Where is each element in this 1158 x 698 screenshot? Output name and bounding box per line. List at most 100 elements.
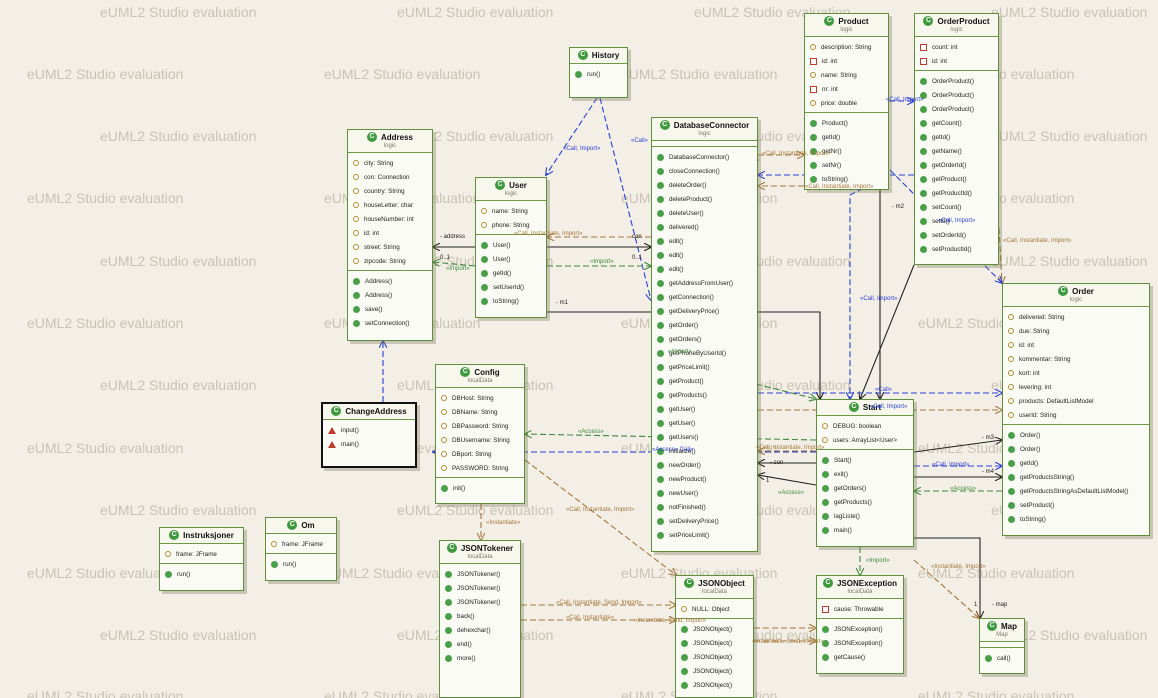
member-getid[interactable]: getId() — [915, 130, 998, 144]
member-count-int[interactable]: count: int — [915, 40, 998, 54]
member-setdeliveryprice[interactable]: setDeliveryPrice() — [652, 514, 757, 528]
member-closeconnection[interactable]: closeConnection() — [652, 164, 757, 178]
member-jsonobject[interactable]: JSONObject() — [676, 636, 753, 650]
connector-line[interactable] — [599, 97, 651, 300]
connector-line[interactable] — [860, 264, 915, 399]
member-zipcode-string[interactable]: zipcode: String — [348, 254, 432, 268]
member-kommentar-string[interactable]: kommentar: String — [1003, 352, 1149, 366]
member-save[interactable]: save() — [348, 302, 432, 316]
connector-line[interactable] — [850, 174, 914, 399]
member-getproducts[interactable]: getProducts() — [817, 495, 913, 509]
member-getproductid[interactable]: getProductId() — [915, 186, 998, 200]
connector-line[interactable] — [546, 97, 598, 175]
connector-line[interactable] — [547, 311, 820, 399]
member-name-string[interactable]: name: String — [805, 68, 888, 82]
member-phone-string[interactable]: phone: String — [476, 218, 546, 232]
member-jsonexception[interactable]: JSONException() — [817, 636, 903, 650]
member-lagliste[interactable]: lagListe() — [817, 509, 913, 523]
member-orderproduct[interactable]: OrderProduct() — [915, 88, 998, 102]
member-con-connection[interactable]: con: Connection — [348, 170, 432, 184]
member-dbport-string[interactable]: DBport: String — [436, 447, 524, 461]
member-frame-jframe[interactable]: frame: JFrame — [266, 537, 336, 551]
member-getproduct[interactable]: getProduct() — [915, 172, 998, 186]
member-dbpassword-string[interactable]: DBPassword: String — [436, 419, 524, 433]
member-null-object[interactable]: NULL: Object — [676, 602, 753, 616]
member-dehexchar[interactable]: dehexchar() — [440, 623, 520, 637]
member-levering-int[interactable]: levering: int — [1003, 380, 1149, 394]
member-edit[interactable]: edit() — [652, 262, 757, 276]
member-name-string[interactable]: name: String — [476, 204, 546, 218]
member-id-int[interactable]: id: int — [805, 54, 888, 68]
member-users-arraylist-user[interactable]: users: ArrayList<User> — [817, 433, 913, 447]
member-kort-int[interactable]: kort: int — [1003, 366, 1149, 380]
member-setpricelimit[interactable]: setPriceLimit() — [652, 528, 757, 542]
member-exit[interactable]: exit() — [817, 467, 913, 481]
member-setorderid[interactable]: setOrderId() — [915, 228, 998, 242]
member-end[interactable]: end() — [440, 637, 520, 651]
member-setnr[interactable]: setNr() — [805, 158, 888, 172]
member-getconnection[interactable]: getConnection() — [652, 290, 757, 304]
member-jsonobject[interactable]: JSONObject() — [676, 678, 753, 692]
connector-line[interactable] — [913, 440, 1002, 453]
member-initialize[interactable]: initialize() — [652, 444, 757, 458]
member-products-defaultlistmodel[interactable]: products: DefaultListModel — [1003, 394, 1149, 408]
member-main[interactable]: main() — [817, 523, 913, 537]
member-userid-string[interactable]: userId: String — [1003, 408, 1149, 422]
member-tostring[interactable]: toString() — [805, 172, 888, 186]
member-deleteuser[interactable]: deleteUser() — [652, 206, 757, 220]
member-call[interactable]: call() — [980, 651, 1024, 665]
member-delivered[interactable]: delivered() — [652, 220, 757, 234]
member-databaseconnector[interactable]: DatabaseConnector() — [652, 150, 757, 164]
member-jsonexception[interactable]: JSONException() — [817, 622, 903, 636]
member-deleteproduct[interactable]: deleteProduct() — [652, 192, 757, 206]
member-getid[interactable]: getId() — [476, 266, 546, 280]
member-getuser[interactable]: getUser() — [652, 416, 757, 430]
member-run[interactable]: run() — [160, 567, 243, 581]
member-neworder[interactable]: newOrder() — [652, 458, 757, 472]
member-id-int[interactable]: id: int — [348, 226, 432, 240]
member-address[interactable]: Address() — [348, 274, 432, 288]
member-dbhost-string[interactable]: DBHost: String — [436, 391, 524, 405]
member-getorderid[interactable]: getOrderId() — [915, 158, 998, 172]
member-input[interactable]: input() — [323, 423, 415, 437]
member-run[interactable]: run() — [570, 67, 627, 81]
member-run[interactable]: run() — [266, 557, 336, 571]
member-orderproduct[interactable]: OrderProduct() — [915, 74, 998, 88]
member-edit[interactable]: edit() — [652, 248, 757, 262]
member-frame-jframe[interactable]: frame: JFrame — [160, 547, 243, 561]
member-getcause[interactable]: getCause() — [817, 650, 903, 664]
member-getpricelimit[interactable]: getPriceLimit() — [652, 360, 757, 374]
member-getcount[interactable]: getCount() — [915, 116, 998, 130]
member-deleteorder[interactable]: deleteOrder() — [652, 178, 757, 192]
member-getaddressfromuser[interactable]: getAddressFromUser() — [652, 276, 757, 290]
member-tostring[interactable]: toString() — [1003, 512, 1149, 526]
member-back[interactable]: back() — [440, 609, 520, 623]
member-product[interactable]: Product() — [805, 116, 888, 130]
member-user[interactable]: User() — [476, 238, 546, 252]
member-setproductid[interactable]: setProductId() — [915, 242, 998, 256]
member-setcount[interactable]: setCount() — [915, 200, 998, 214]
member-id-int[interactable]: id: int — [1003, 338, 1149, 352]
member-order[interactable]: Order() — [1003, 442, 1149, 456]
member-jsonobject[interactable]: JSONObject() — [676, 622, 753, 636]
member-getid[interactable]: getId() — [805, 130, 888, 144]
member-password-string[interactable]: PASSWORD: String — [436, 461, 524, 475]
member-getdeliveryprice[interactable]: getDeliveryPrice() — [652, 304, 757, 318]
connector-line[interactable] — [999, 227, 1002, 283]
member-price-double[interactable]: price: double — [805, 96, 888, 110]
member-more[interactable]: more() — [440, 651, 520, 665]
member-jsontokener[interactable]: JSONTokener() — [440, 581, 520, 595]
member-housenumber-int[interactable]: houseNumber: int — [348, 212, 432, 226]
member-getorder[interactable]: getOrder() — [652, 318, 757, 332]
